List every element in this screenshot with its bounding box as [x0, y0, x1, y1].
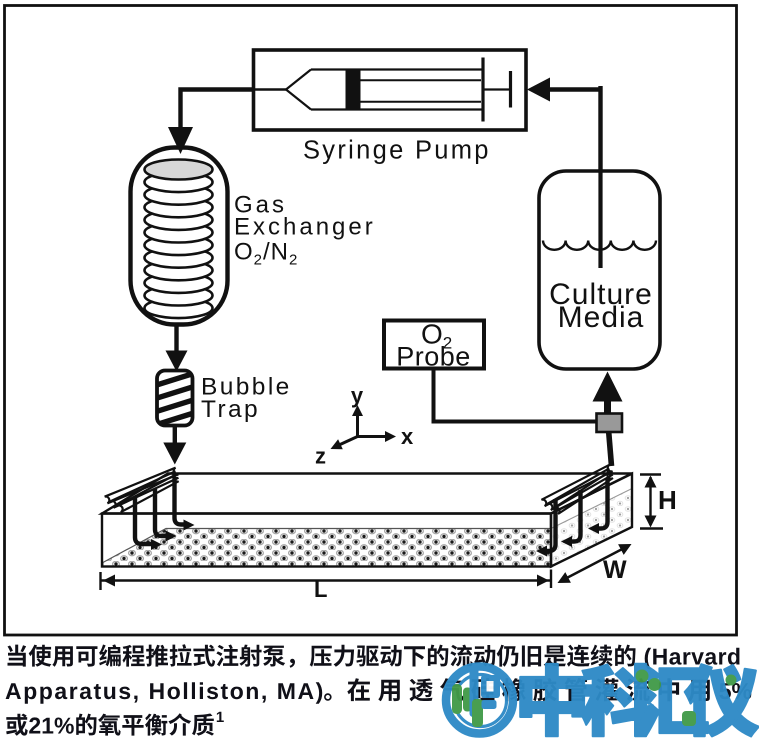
svg-text:x: x: [401, 424, 414, 449]
svg-text:Exchanger: Exchanger: [234, 214, 376, 241]
svg-text:Trap: Trap: [201, 396, 260, 423]
svg-text:H: H: [658, 485, 677, 515]
svg-text:Gas: Gas: [234, 192, 287, 219]
svg-text:Culture: Culture: [549, 278, 653, 311]
svg-text:W: W: [603, 556, 627, 584]
svg-text:Probe: Probe: [396, 342, 471, 372]
svg-text:Bubble: Bubble: [201, 374, 292, 401]
svg-text:z: z: [315, 444, 326, 469]
svg-text:Media: Media: [558, 301, 645, 334]
svg-text:y: y: [351, 383, 364, 408]
svg-text:O2/N2: O2/N2: [234, 239, 298, 269]
svg-text:L: L: [314, 577, 327, 602]
svg-text:Syringe Pump: Syringe Pump: [303, 137, 491, 165]
